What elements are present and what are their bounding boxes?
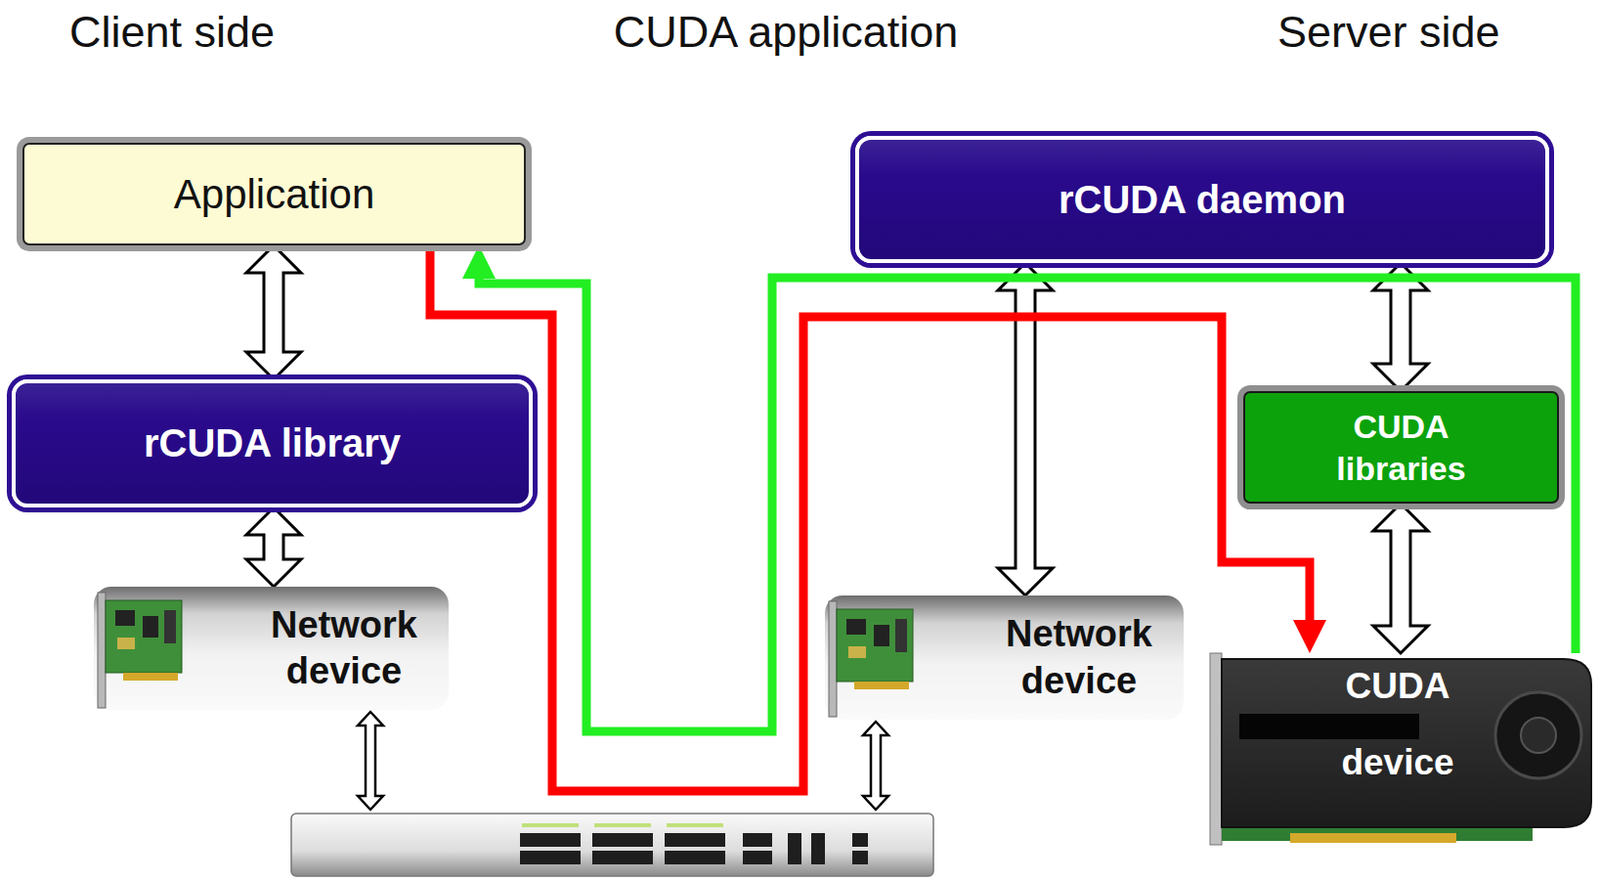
double-arrow [246, 245, 302, 380]
double-arrow-shape [246, 245, 302, 380]
section-heading: CUDA application [613, 9, 959, 54]
node-label: CUDA libraries [1303, 405, 1500, 489]
library-box: rCUDA library [11, 379, 533, 508]
network-card-icon [97, 592, 182, 708]
library-box: CUDA libraries [1243, 390, 1559, 504]
led-row [521, 822, 579, 827]
switch-body [291, 813, 934, 876]
card-bracket [1210, 652, 1222, 845]
card-bracket [97, 592, 106, 708]
card-chip [164, 609, 176, 644]
card-chip [142, 615, 159, 638]
card-shroud [1221, 658, 1592, 827]
card-chip [895, 618, 908, 652]
section-heading: Client side [69, 9, 275, 54]
node-label: rCUDA library [143, 421, 401, 466]
double-arrow [246, 507, 302, 587]
double-arrow-shape [1373, 262, 1428, 391]
node-label: Network device [257, 602, 432, 695]
port [852, 832, 868, 847]
port-row [742, 832, 773, 847]
fan-hub [1520, 717, 1557, 753]
gpu-card [1210, 652, 1592, 845]
port [852, 850, 868, 865]
card-chip [873, 624, 890, 647]
card-fan [1495, 691, 1582, 779]
switch-ports [519, 832, 868, 865]
double-arrow-shape [1373, 503, 1428, 653]
daemon-box: rCUDA daemon [855, 135, 1550, 263]
double-arrow [1373, 262, 1428, 391]
section-heading: Server side [1277, 9, 1501, 54]
card-board [836, 608, 913, 682]
port-row [519, 832, 581, 847]
link-arrow [863, 721, 889, 810]
card-contacts [123, 672, 178, 681]
arrow-head [1293, 619, 1327, 653]
led-row [666, 822, 724, 827]
card-part [848, 646, 866, 658]
port-row [592, 850, 653, 865]
card-chip [846, 618, 866, 635]
card-contacts [854, 681, 909, 690]
led-row [594, 822, 651, 827]
card-part [117, 637, 135, 649]
port-row [742, 850, 773, 865]
node-label: Network device [992, 610, 1167, 704]
double-arrow [1373, 503, 1428, 653]
network-card-icon [828, 601, 913, 717]
port-row [592, 832, 653, 847]
switch-leds [521, 822, 724, 827]
link-arrow [357, 711, 384, 810]
double-arrow-shape [246, 507, 302, 587]
port [787, 832, 802, 865]
port-row [664, 832, 726, 847]
card-bracket [828, 601, 837, 717]
port [811, 832, 825, 865]
port-row [519, 850, 581, 865]
port-row [664, 850, 726, 865]
card-board [105, 600, 182, 673]
arrow-head [462, 245, 496, 279]
data-flow-arrow [430, 245, 1327, 791]
card-chip [115, 609, 135, 626]
node-label: rCUDA daemon [1058, 177, 1346, 222]
card-contacts [1290, 832, 1457, 843]
node-label: CUDA device [1290, 648, 1506, 801]
flow-line [430, 245, 1310, 791]
network-switch [291, 813, 934, 876]
node-label: Application [173, 171, 375, 218]
card-slot [1239, 713, 1420, 739]
process-box: Application [22, 142, 526, 246]
